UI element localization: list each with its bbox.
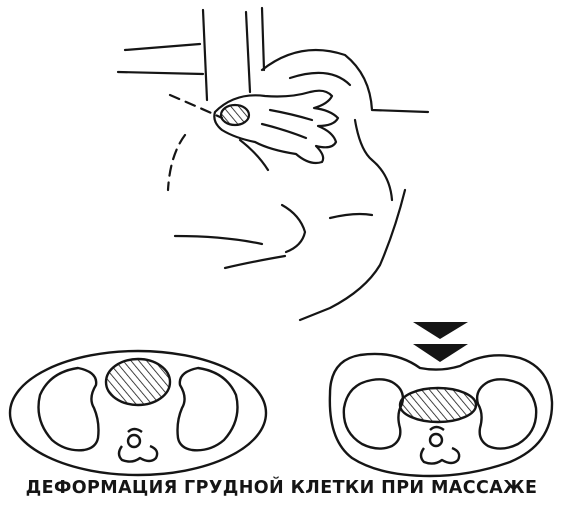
knee-contour <box>282 205 305 252</box>
torso-left-line-2 <box>125 44 200 50</box>
torso-curve <box>300 190 405 320</box>
right-arm <box>246 12 250 92</box>
chest-dashed-outline <box>168 95 222 190</box>
torso-left-line <box>118 72 203 74</box>
double-down-arrow-icon <box>413 322 468 362</box>
abdomen-line <box>330 214 372 218</box>
left-arm <box>203 10 207 100</box>
thumb-line <box>240 140 268 170</box>
torso-right-contour <box>355 120 392 200</box>
figure-caption: ДЕФОРМАЦИЯ ГРУДНОЙ КЛЕТКИ ПРИ МАССАЖЕ <box>0 478 563 498</box>
finger-line-2 <box>262 124 306 138</box>
spine-compressed <box>421 427 459 464</box>
finger-line-1 <box>270 110 312 120</box>
heart-normal <box>106 359 170 405</box>
chest-cross-section-compressed <box>330 354 552 476</box>
contact-point <box>221 105 249 125</box>
leg-line-2 <box>225 256 285 268</box>
left-lung-compressed <box>344 379 403 448</box>
spine-normal <box>119 429 157 462</box>
right-lung-compressed <box>477 379 536 448</box>
shoulder-line <box>290 73 350 85</box>
chest-cross-section-normal <box>10 351 266 475</box>
heart-compressed <box>400 388 476 422</box>
hands-on-chest-drawing <box>118 8 428 320</box>
arm-edge <box>262 8 264 70</box>
right-lung-normal <box>178 368 238 450</box>
leg-line <box>175 236 262 244</box>
left-lung-normal <box>39 368 99 450</box>
